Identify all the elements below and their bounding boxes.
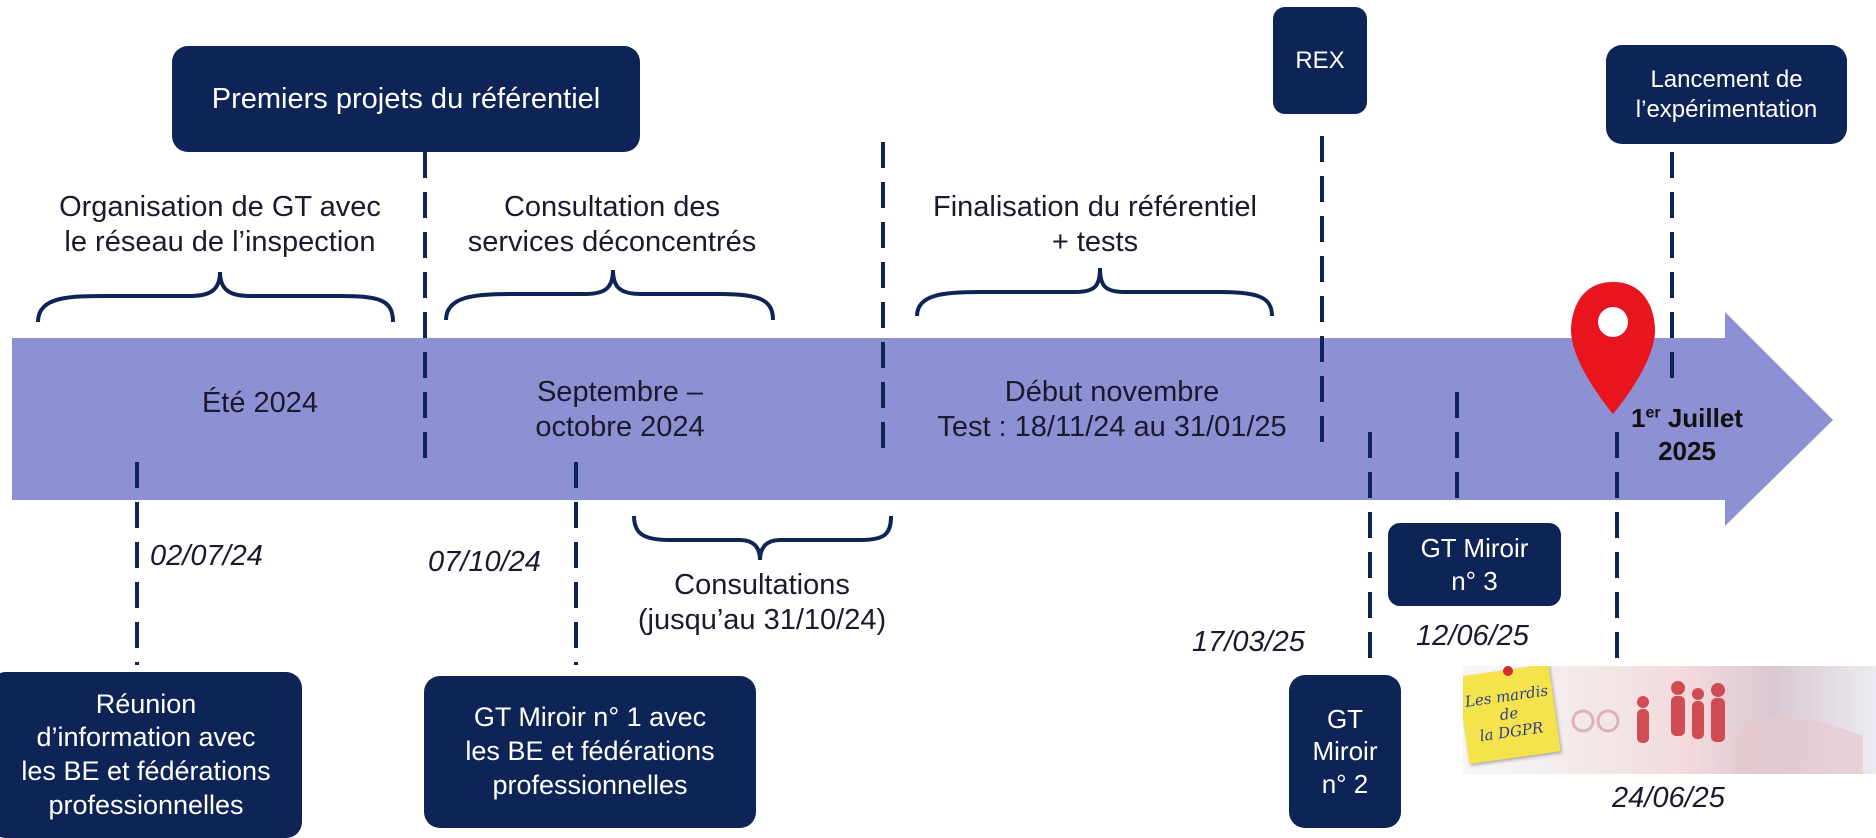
final-date-label: 1er Juillet 2025: [1622, 402, 1752, 467]
date-07-10-24: 07/10/24: [428, 546, 541, 578]
brace-organisation: [36, 271, 395, 323]
premiers-projets-box: Premiers projets du référentiel: [172, 46, 640, 152]
consultations-bottom-label: Consultations (jusqu’au 31/10/24): [637, 569, 887, 637]
gt-miroir-1-box: GT Miroir n° 1 avec les BE et fédération…: [424, 676, 756, 828]
timeline-arrow: [12, 312, 1833, 526]
lancement-box: Lancement de l’expérimentation: [1606, 45, 1847, 144]
phase-consultation-label: Consultation des services déconcentrés: [467, 191, 757, 259]
phase-finalisation-label: Finalisation du référentiel + tests: [932, 191, 1257, 259]
date-02-07-24: 02/07/24: [150, 540, 263, 572]
mardis-dgpr-image: Les mardis de la DGPR: [1463, 666, 1876, 774]
sticky-pin-icon: [1503, 666, 1513, 676]
arrow-label-ete: Été 2024: [201, 387, 319, 419]
date-24-06-25: 24/06/25: [1612, 782, 1725, 814]
date-12-06-25: 12/06/25: [1416, 620, 1529, 652]
reunion-box: Réunion d’information avec les BE et féd…: [0, 672, 302, 838]
sticky-note: Les mardis de la DGPR: [1463, 666, 1561, 764]
phase-organisation-label: Organisation de GT avec le réseau de l’i…: [59, 191, 381, 259]
arrow-label-novembre: Début novembre Test : 18/11/24 au 31/01/…: [937, 376, 1287, 444]
final-day-suffix: er: [1645, 404, 1661, 422]
location-pin-icon: [1571, 282, 1655, 414]
gt-miroir-3-box: GT Miroir n° 3: [1388, 523, 1561, 606]
arrow-label-septembre: Septembre – octobre 2024: [535, 376, 705, 444]
date-17-03-25: 17/03/25: [1192, 626, 1305, 658]
final-day: 1: [1631, 403, 1646, 433]
rex-box: REX: [1273, 7, 1367, 114]
brace-consultation: [444, 269, 775, 321]
final-year: 2025: [1658, 435, 1716, 466]
brace-finalisation: [915, 267, 1274, 317]
gt-miroir-2-box: GT Miroir n° 2: [1289, 675, 1401, 828]
final-month: Juillet: [1660, 403, 1743, 433]
photo-people-icon: [1571, 681, 1863, 774]
brace-consultations-bottom: [632, 515, 893, 561]
